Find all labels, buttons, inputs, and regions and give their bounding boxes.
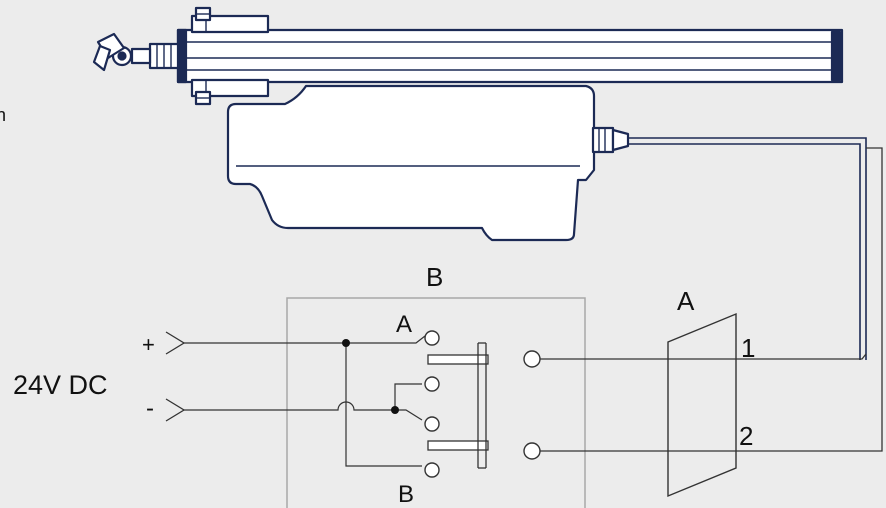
mounting-bracket-bottom (190, 78, 270, 106)
contact-b (424, 462, 440, 478)
switch-box (286, 297, 586, 508)
switch-contacts (424, 330, 440, 478)
mounting-bracket-top (190, 6, 270, 34)
output-wiring (540, 147, 883, 452)
switch-box-label: B (426, 262, 443, 292)
plus-label: + (142, 332, 155, 357)
contact-3 (424, 416, 440, 432)
minus-label: - (146, 395, 154, 422)
door-closer-actuator (92, 6, 844, 242)
supply-wiring (183, 335, 426, 467)
plus-junction-dot (342, 339, 350, 347)
output-contact-2 (523, 442, 541, 460)
motor-symbol (667, 312, 737, 498)
supply-voltage-label: 24V DC (13, 370, 108, 400)
contact-a (424, 330, 440, 346)
contact-b-label: B (398, 481, 414, 508)
minus-input-symbol (165, 398, 186, 422)
motor-housing (226, 84, 596, 242)
plus-input-symbol (165, 331, 186, 355)
cable-gland (591, 126, 630, 154)
minus-junction-dot (391, 406, 399, 414)
switch-bridges (427, 342, 489, 469)
contact-a-label: A (396, 311, 412, 338)
terminal-2-label: 2 (739, 421, 753, 451)
output-contact-1 (523, 350, 541, 368)
motor-label: A (677, 286, 695, 316)
end-fitting (92, 32, 180, 72)
actuator-rail (176, 28, 844, 84)
actuator-cable (628, 137, 867, 360)
terminal-1-label: 1 (741, 333, 755, 363)
left-partial-text: n (0, 105, 6, 125)
contact-2 (424, 376, 440, 392)
